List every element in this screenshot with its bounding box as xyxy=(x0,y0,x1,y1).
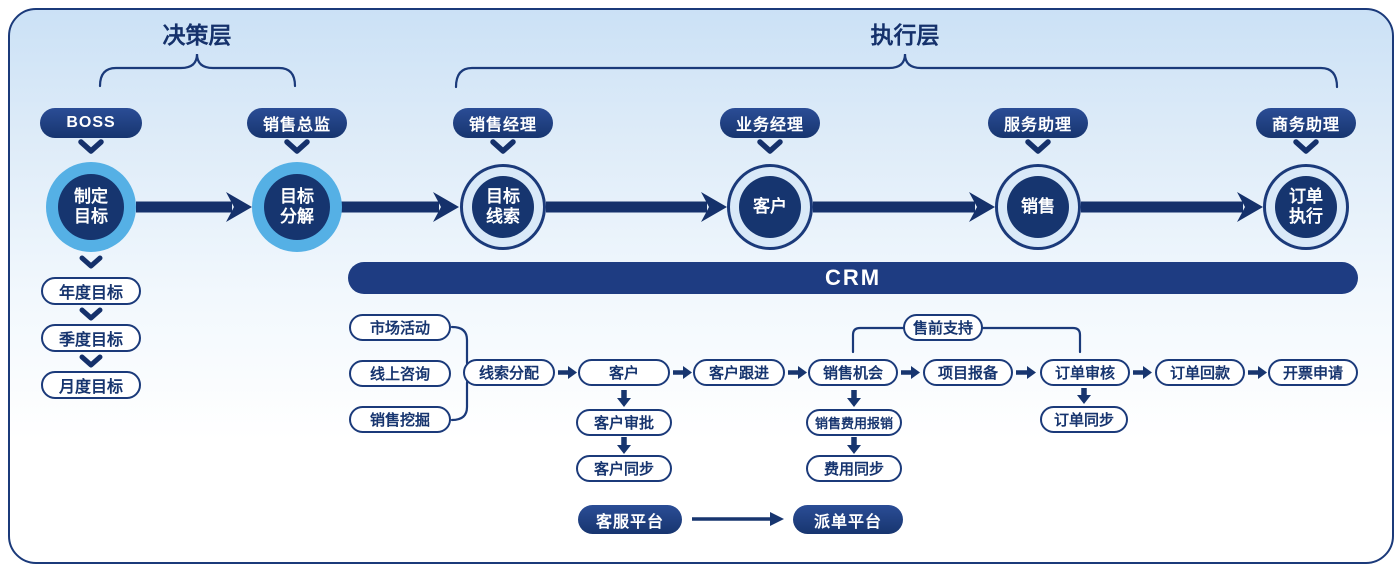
stage-label: 目标 分解 xyxy=(280,187,314,226)
platform-dispatch: 派单平台 xyxy=(793,505,903,534)
role-pill-sales-director: 销售总监 xyxy=(247,108,347,138)
pipeline-sales-opportunity: 销售机会 xyxy=(808,359,898,386)
presale-support-pill: 售前支持 xyxy=(903,314,983,341)
role-pill-business-manager: 业务经理 xyxy=(720,108,820,138)
pipeline-project-filing: 项目报备 xyxy=(923,359,1013,386)
platform-customer-service: 客服平台 xyxy=(578,505,682,534)
role-pill-boss: BOSS xyxy=(40,108,142,138)
stage-label: 制定 目标 xyxy=(74,187,108,226)
sub-order-sync: 订单同步 xyxy=(1040,406,1128,433)
stage-label: 目标 线索 xyxy=(486,187,520,226)
pipeline-order-payment: 订单回款 xyxy=(1155,359,1245,386)
role-pill-service-assistant: 服务助理 xyxy=(988,108,1088,138)
stage-label: 客户 xyxy=(753,197,787,217)
sub-customer-sync: 客户同步 xyxy=(576,455,672,482)
crm-bar: CRM xyxy=(348,262,1358,294)
goal-pill-quarterly: 季度目标 xyxy=(41,324,141,352)
goal-pill-monthly: 月度目标 xyxy=(41,371,141,399)
stage-circle-sales: 销售 xyxy=(995,164,1081,250)
pipeline-customer-followup: 客户跟进 xyxy=(693,359,785,386)
sub-expense-sync: 费用同步 xyxy=(806,455,902,482)
stage-circle-order-execution: 订单 执行 xyxy=(1263,164,1349,250)
lead-source-sales-mining: 销售挖掘 xyxy=(349,406,451,433)
goal-pill-annual: 年度目标 xyxy=(41,277,141,305)
stage-circle-customer: 客户 xyxy=(727,164,813,250)
sub-customer-approval: 客户审批 xyxy=(576,409,672,436)
pipeline-lead-assignment: 线索分配 xyxy=(463,359,555,386)
pipeline-invoice-request: 开票申请 xyxy=(1268,359,1358,386)
stage-circle-set-goals: 制定 目标 xyxy=(46,162,136,252)
role-pill-sales-manager: 销售经理 xyxy=(453,108,553,138)
decision-layer-title: 决策层 xyxy=(162,22,232,48)
stage-circle-goal-breakdown: 目标 分解 xyxy=(252,162,342,252)
pipeline-customer: 客户 xyxy=(578,359,670,386)
lead-source-online-inquiry: 线上咨询 xyxy=(349,360,451,387)
role-pill-commerce-assistant: 商务助理 xyxy=(1256,108,1356,138)
stage-circle-goal-leads: 目标 线索 xyxy=(460,164,546,250)
stage-label: 订单 执行 xyxy=(1289,187,1323,226)
execution-layer-title: 执行层 xyxy=(870,22,940,48)
pipeline-order-review: 订单审核 xyxy=(1040,359,1130,386)
sub-sales-expense-claim: 销售费用报销 xyxy=(806,409,902,436)
lead-source-marketing-events: 市场活动 xyxy=(349,314,451,341)
stage-label: 销售 xyxy=(1021,197,1055,217)
